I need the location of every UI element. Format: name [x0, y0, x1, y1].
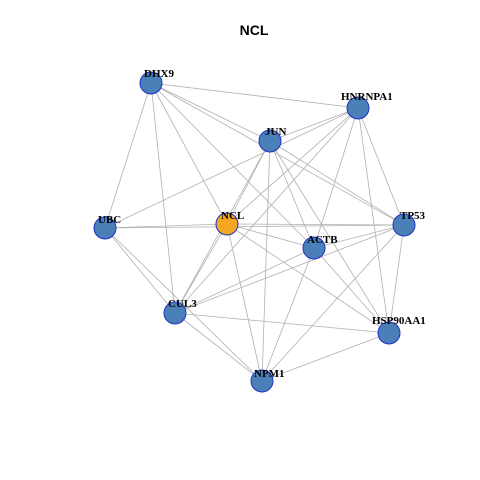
edge-hnrnpa1-cul3	[174, 107, 359, 314]
node-label-dhx9: DHX9	[144, 68, 174, 80]
node-hsp90aa1: HSP90AA1	[372, 315, 426, 345]
node-label-hsp90aa1: HSP90AA1	[372, 315, 426, 327]
edge-ncl-actb	[226, 223, 315, 249]
edge-dhx9-ubc	[104, 82, 152, 229]
edge-tp53-cul3	[174, 224, 405, 314]
edge-dhx9-cul3	[150, 82, 176, 314]
edge-ubc-tp53	[104, 224, 405, 229]
node-circle-hnrnpa1	[346, 96, 370, 120]
node-label-ubc: UBC	[98, 214, 121, 226]
edge-dhx9-ncl	[150, 82, 228, 225]
node-circle-ncl	[215, 212, 239, 236]
edge-hnrnpa1-tp53	[357, 107, 405, 226]
node-jun: JUN	[258, 126, 286, 153]
node-ncl: NCL	[215, 210, 244, 236]
edge-jun-hsp90aa1	[269, 140, 390, 334]
edge-hsp90aa1-npm1	[261, 332, 390, 382]
node-label-npm1: NPM1	[254, 368, 285, 380]
node-label-ncl: NCL	[221, 210, 244, 222]
node-circle-cul3	[163, 301, 187, 325]
node-npm1: NPM1	[250, 368, 285, 393]
node-label-actb: ACTB	[307, 234, 338, 246]
node-hnrnpa1: HNRNPA1	[341, 91, 393, 120]
diagram-title: NCL	[240, 22, 269, 38]
edge-ncl-npm1	[226, 223, 263, 382]
node-tp53: TP53	[392, 210, 426, 237]
node-actb: ACTB	[302, 234, 338, 260]
edge-dhx9-tp53	[150, 82, 405, 226]
edge-dhx9-jun	[150, 82, 271, 142]
edge-ncl-hsp90aa1	[226, 223, 390, 334]
edge-hnrnpa1-ncl	[226, 107, 359, 225]
edge-dhx9-hnrnpa1	[150, 82, 359, 109]
node-ubc: UBC	[93, 214, 121, 240]
node-circle-jun	[258, 129, 282, 153]
edge-jun-npm1	[261, 140, 271, 382]
node-label-tp53: TP53	[400, 210, 426, 222]
node-dhx9: DHX9	[139, 68, 174, 95]
node-circle-npm1	[250, 369, 274, 393]
edge-layer	[104, 82, 405, 382]
node-circle-ubc	[93, 216, 117, 240]
node-label-hnrnpa1: HNRNPA1	[341, 91, 393, 103]
node-circle-hsp90aa1	[377, 321, 401, 345]
node-circle-actb	[302, 236, 326, 260]
edge-ubc-cul3	[104, 227, 176, 314]
edge-tp53-actb	[313, 224, 405, 249]
edge-dhx9-actb	[150, 82, 315, 249]
edge-actb-npm1	[261, 247, 315, 382]
edge-cul3-npm1	[174, 312, 263, 382]
edge-ubc-npm1	[104, 227, 263, 382]
edge-tp53-npm1	[261, 224, 405, 382]
edge-jun-actb	[269, 140, 315, 249]
node-label-jun: JUN	[265, 126, 286, 138]
edge-tp53-hsp90aa1	[388, 224, 405, 334]
edge-hnrnpa1-ubc	[104, 107, 359, 229]
node-circle-dhx9	[139, 71, 163, 95]
edge-jun-tp53	[269, 140, 405, 226]
edge-ncl-cul3	[174, 223, 228, 314]
node-circle-tp53	[392, 213, 416, 237]
edge-jun-ncl	[226, 140, 271, 225]
edge-ncl-tp53	[226, 223, 405, 226]
edge-cul3-hsp90aa1	[174, 312, 390, 334]
edge-actb-hsp90aa1	[313, 247, 390, 334]
edge-actb-cul3	[174, 247, 315, 314]
edge-ubc-ncl	[104, 223, 228, 229]
node-cul3: CUL3	[163, 298, 197, 325]
node-label-cul3: CUL3	[168, 298, 197, 310]
edge-hnrnpa1-jun	[269, 107, 359, 142]
edge-hnrnpa1-hsp90aa1	[357, 107, 390, 334]
